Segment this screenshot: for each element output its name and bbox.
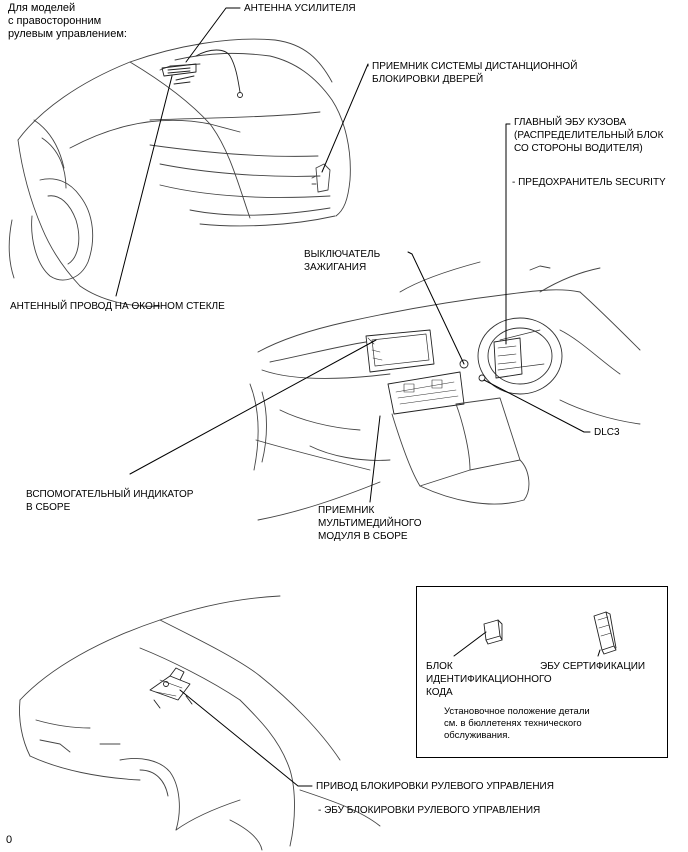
leader-window-antenna <box>115 75 173 297</box>
leader-lines <box>115 7 601 787</box>
steering-lock-actuator-label: ПРИВОД БЛОКИРОВКИ РУЛЕВОГО УПРАВЛЕНИЯ <box>316 781 554 792</box>
leader-main-body-ecu <box>505 123 511 345</box>
window-antenna-label: АНТЕННЫЙ ПРОВОД НА ОКОННОМ СТЕКЛЕ <box>10 301 225 312</box>
security-fuse-label: - ПРЕДОХРАНИТЕЛЬ SECURITY <box>512 177 666 188</box>
leader-aux-indicator <box>129 339 377 475</box>
leader-amp-antenna <box>185 7 241 63</box>
ignition-switch-label: ВЫКЛЮЧАТЕЛЬ ЗАЖИГАНИЯ <box>304 249 381 273</box>
amp-antenna-label: АНТЕННА УСИЛИТЕЛЯ <box>244 3 356 14</box>
inset-parts-drawing <box>483 611 617 655</box>
door-lock-receiver-label: ПРИЕМНИК СИСТЕМЫ ДИСТАНЦИОННОЙ БЛОКИРОВК… <box>372 61 578 85</box>
front-car-drawing <box>19 595 381 851</box>
cert-ecu-label: ЭБУ СЕРТИФИКАЦИИ <box>540 661 646 672</box>
aux-indicator-label: ВСПОМОГАТЕЛЬНЫЙ ИНДИКАТОР В СБОРЕ <box>26 489 194 513</box>
leader-door-lock-receiver <box>321 63 369 173</box>
rhd-models-label: Для моделей с правосторонним рулевым упр… <box>8 2 127 40</box>
leader-dlc3 <box>483 379 591 433</box>
leader-id-code-box <box>453 631 487 657</box>
id-code-box-label: БЛОК ИДЕНТИФИКАЦИОННОГО КОДА <box>426 661 552 698</box>
rear-car-drawing <box>8 38 351 307</box>
leader-ignition-switch <box>407 251 465 365</box>
install-note-label: Установочное положение детали см. в бюлл… <box>444 706 590 741</box>
steering-lock-ecu-label: - ЭБУ БЛОКИРОВКИ РУЛЕВОГО УПРАВЛЕНИЯ <box>318 805 541 816</box>
leader-steering-lock <box>179 689 313 787</box>
main-body-ecu-label: ГЛАВНЫЙ ЭБУ КУЗОВА (РАСПРЕДЕЛИТЕЛЬНЫЙ БЛ… <box>514 117 664 154</box>
inset-box <box>416 586 668 758</box>
leader-cert-ecu <box>597 649 601 657</box>
interior-drawing <box>249 261 641 521</box>
multimedia-receiver-label: ПРИЕМНИК МУЛЬТИМЕДИЙНОГО МОДУЛЯ В СБОРЕ <box>318 505 422 542</box>
dlc3-label: DLC3 <box>594 427 620 438</box>
corner-mark: 0 <box>6 834 13 846</box>
leader-multimedia <box>369 415 381 503</box>
